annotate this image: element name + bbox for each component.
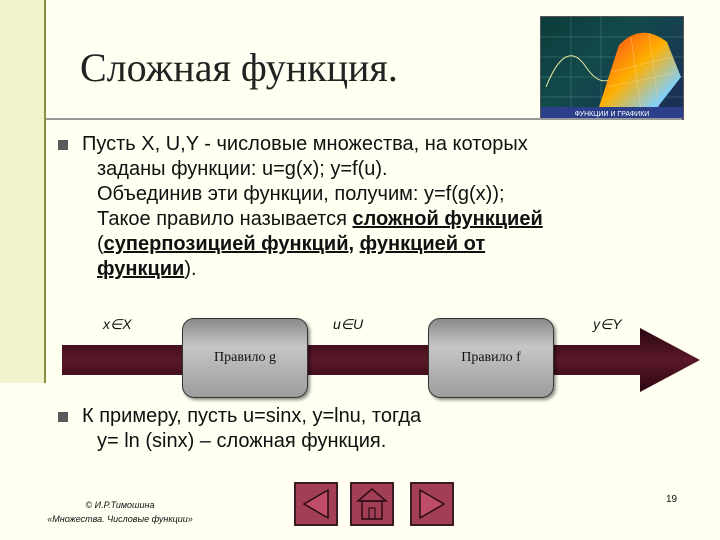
set-u-label: u∈U [333, 316, 364, 332]
title-divider [46, 118, 682, 120]
page-number: 19 [666, 494, 678, 505]
term-complex-function: сложной функцией [352, 208, 543, 230]
next-slide-button[interactable] [410, 482, 454, 526]
bullet-marker [58, 140, 68, 150]
prev-slide-button[interactable] [294, 482, 338, 526]
text-span: ). [184, 258, 197, 280]
bullet-marker [58, 412, 68, 422]
rule-f-box: Правило f [428, 318, 554, 398]
footer-course: «Множества. Числовые функции» [47, 514, 193, 524]
home-icon [355, 488, 389, 520]
paragraph-line: Объединив эти функции, получим: y=f(g(x)… [97, 183, 505, 205]
triangle-right-icon [419, 488, 446, 520]
text-span: Такое правило называется [97, 208, 353, 230]
rule-g-label: Правило g [214, 350, 276, 365]
triangle-left-icon [302, 488, 329, 520]
paragraph-line: функции). [97, 257, 197, 282]
composition-arrow [62, 328, 700, 392]
paragraph-line: Пусть X, U,Y - числовые множества, на ко… [82, 133, 528, 155]
paragraph-line: Такое правило называется сложной функцие… [97, 207, 543, 232]
set-y-label: y∈Y [593, 316, 622, 332]
set-x-label: x∈X [103, 316, 132, 332]
slide-title: Сложная функция. [80, 45, 398, 90]
footer-author: © И.Р.Тимошина [85, 500, 155, 510]
thumbnail-caption: ФУНКЦИИ И ГРАФИКИ [575, 111, 650, 118]
rule-g-box: Правило g [182, 318, 308, 398]
term-superposition: суперпозицией функций, [103, 233, 355, 255]
paragraph-line: заданы функции: u=g(x); y=f(u). [97, 158, 388, 180]
paragraph-line: y= ln (sinx) – сложная функция. [97, 430, 387, 452]
paragraph-line: К примеру, пусть u=sinx, y=lnu, тогда [82, 405, 422, 427]
left-decorative-band [0, 0, 46, 383]
term-function-of: функцией от [359, 233, 486, 255]
paragraph-line: (суперпозицией функций, функцией от [97, 232, 485, 257]
rule-f-label: Правило f [461, 350, 521, 365]
term-function: функции [97, 258, 185, 280]
text-span: ( [97, 233, 104, 255]
math-graph-thumbnail: ФУНКЦИИ И ГРАФИКИ [540, 16, 684, 120]
home-button[interactable] [350, 482, 394, 526]
